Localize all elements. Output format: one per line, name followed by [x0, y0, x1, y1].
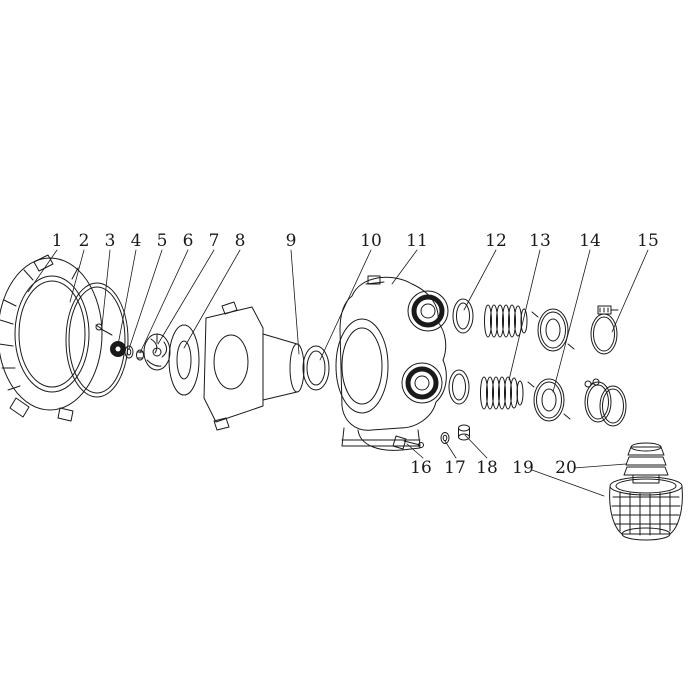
- callout-9: 9: [286, 231, 297, 251]
- part-8-diffuser: [168, 324, 200, 396]
- callout-3: 3: [105, 231, 116, 251]
- callout-19: 19: [512, 458, 534, 478]
- part-4-mechanical-seal: [110, 341, 126, 357]
- callout-20: 20: [555, 458, 577, 478]
- part-5-washer: [124, 345, 134, 359]
- part-16-drain-bolt: [392, 435, 424, 450]
- part-20-hose-adapter: [623, 442, 669, 484]
- callout-13: 13: [529, 231, 551, 251]
- callout-5: 5: [157, 231, 168, 251]
- callout-4: 4: [131, 231, 142, 251]
- part-1-pump-cover: [0, 254, 103, 422]
- part-2-seal-plate: [65, 282, 129, 398]
- callout-15: 15: [637, 231, 659, 251]
- callout-18: 18: [476, 458, 498, 478]
- part-9-casing: [203, 301, 305, 431]
- callout-7: 7: [209, 231, 220, 251]
- callout-10: 10: [360, 231, 382, 251]
- part-12-port-o-rings: [448, 298, 474, 405]
- part-18-drain-plug: [458, 424, 470, 441]
- part-17-drain-washer: [440, 432, 450, 444]
- callout-8: 8: [235, 231, 246, 251]
- callout-11: 11: [406, 231, 428, 251]
- part-15-hose-clamps: [584, 305, 627, 427]
- callout-1: 1: [52, 231, 63, 251]
- callout-6: 6: [183, 231, 194, 251]
- part-7-impeller: [143, 333, 171, 371]
- callout-16: 16: [410, 458, 432, 478]
- part-19-strainer: [609, 476, 683, 541]
- callout-17: 17: [444, 458, 466, 478]
- part-3-screw: [95, 323, 113, 336]
- callout-labels: 1 2 3 4 5 6 7 8 9 10 11 12 13 14 15 16 1…: [52, 231, 659, 478]
- leader-lines: [27, 249, 649, 497]
- callout-2: 2: [79, 231, 90, 251]
- part-10-o-ring: [302, 345, 330, 391]
- part-14-coupling-nuts: [527, 308, 575, 422]
- part-13-hose-couplers: [480, 304, 528, 410]
- part-6-nut: [136, 349, 144, 361]
- callout-14: 14: [579, 231, 601, 251]
- part-11-pump-body: [335, 275, 449, 451]
- callout-12: 12: [485, 231, 507, 251]
